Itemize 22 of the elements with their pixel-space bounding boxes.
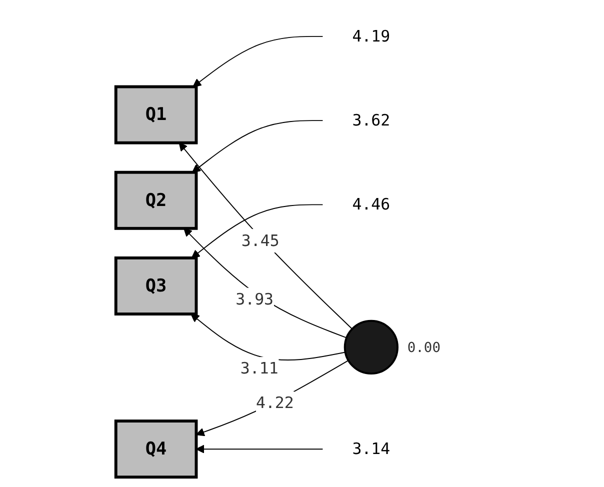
edge-label: 3.11 — [240, 358, 278, 378]
arrow — [178, 142, 352, 330]
node-text: 4.46 — [352, 194, 390, 214]
node-text: 3.62 — [352, 110, 390, 130]
variance-value: 0.00 — [407, 340, 440, 356]
node-box: Q1 — [114, 85, 198, 144]
arrow — [190, 314, 346, 361]
edge-label: 4.22 — [256, 393, 294, 412]
edge-label: 3.45 — [241, 231, 280, 250]
node-ellipse — [344, 320, 398, 375]
node-box: Q2 — [114, 170, 198, 230]
arrow — [192, 120, 323, 173]
arrow — [192, 36, 323, 88]
edge-label: 3.93 — [235, 290, 274, 308]
node-text: 4.19 — [352, 26, 390, 46]
node-text: 3.14 — [352, 439, 390, 458]
arrow — [196, 360, 349, 436]
arrow — [196, 444, 323, 454]
arrow — [191, 204, 323, 258]
arrow — [183, 228, 347, 338]
node-box: Q3 — [114, 256, 198, 316]
node-box: Q4 — [114, 420, 198, 479]
